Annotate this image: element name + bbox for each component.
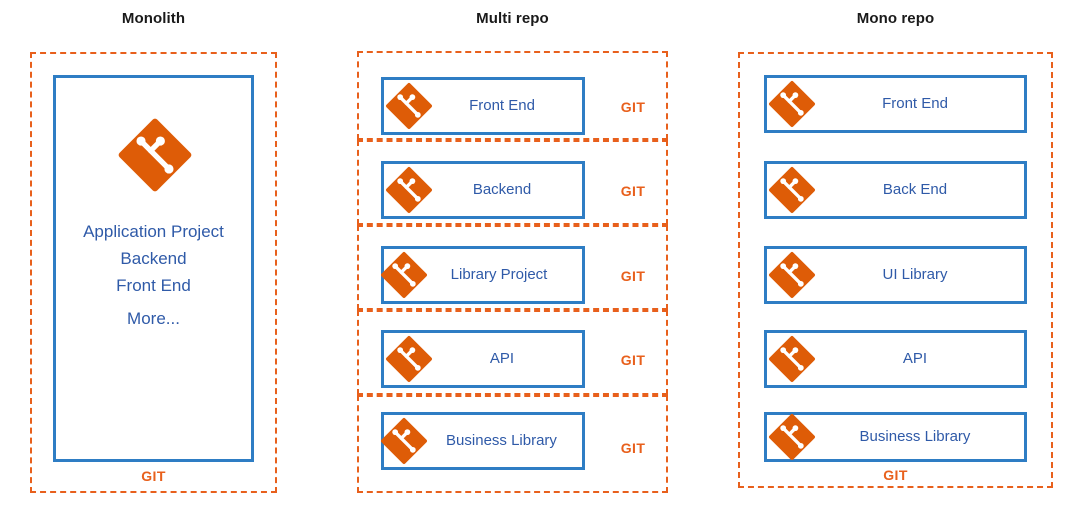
monolith-line-0: Application Project: [83, 222, 224, 241]
column-title-monorepo: Mono repo: [856, 10, 935, 27]
git-logo-icon: [769, 336, 815, 382]
monorepo-row-label-2: UI Library: [882, 266, 948, 283]
monorepo-row-label-4: Business Library: [859, 428, 971, 445]
git-logo-icon: [386, 336, 432, 382]
multirepo-git-label-0: GIT: [620, 99, 646, 115]
git-logo-icon: [769, 414, 815, 460]
monorepo-row-label-3: API: [902, 350, 928, 367]
multirepo-git-boundary-4: [357, 395, 668, 493]
monorepo-project-box-1[interactable]: [764, 161, 1027, 219]
multirepo-git-boundary-2: [357, 225, 668, 310]
monolith-line-1: Backend: [120, 249, 187, 268]
multirepo-git-boundary-1: [357, 140, 668, 225]
git-logo-icon: [386, 83, 432, 129]
git-logo-icon: [381, 252, 427, 298]
multirepo-git-label-3: GIT: [620, 352, 646, 368]
multirepo-git-label-2: GIT: [620, 268, 646, 284]
monorepo-project-box-0[interactable]: [764, 75, 1027, 133]
multirepo-git-boundary-3: [357, 310, 668, 395]
multirepo-row-label-3: API: [489, 350, 515, 367]
git-logo-icon: [118, 118, 192, 192]
git-logo-icon: [769, 81, 815, 127]
monorepo-row-label-0: Front End: [882, 95, 948, 112]
monorepo-project-box-4[interactable]: [764, 412, 1027, 462]
column-title-monolith: Monolith: [121, 10, 186, 27]
monolith-more-label: More...: [127, 309, 180, 328]
monorepo-row-label-1: Back End: [882, 181, 948, 198]
monolith-git-boundary: [30, 52, 277, 493]
multirepo-row-label-2: Library Project: [450, 266, 548, 283]
multirepo-git-label-4: GIT: [620, 440, 646, 456]
monolith-line-2: Front End: [116, 276, 191, 295]
monorepo-git-label: GIT: [883, 467, 908, 483]
git-logo-icon: [381, 418, 427, 464]
git-logo-icon: [769, 167, 815, 213]
multirepo-row-label-4: Business Library: [446, 432, 557, 449]
monolith-contents-text: Application Project Backend Front End Mo…: [53, 218, 254, 332]
multirepo-git-boundary-0: [357, 51, 668, 140]
column-title-multirepo: Multi repo: [476, 10, 549, 27]
monorepo-git-boundary: [738, 52, 1053, 488]
git-logo-icon: [386, 167, 432, 213]
multirepo-git-label-1: GIT: [620, 183, 646, 199]
multirepo-row-label-0: Front End: [469, 97, 535, 114]
git-logo-icon: [769, 252, 815, 298]
multirepo-row-label-1: Backend: [472, 181, 532, 198]
monolith-git-label: GIT: [141, 468, 166, 484]
